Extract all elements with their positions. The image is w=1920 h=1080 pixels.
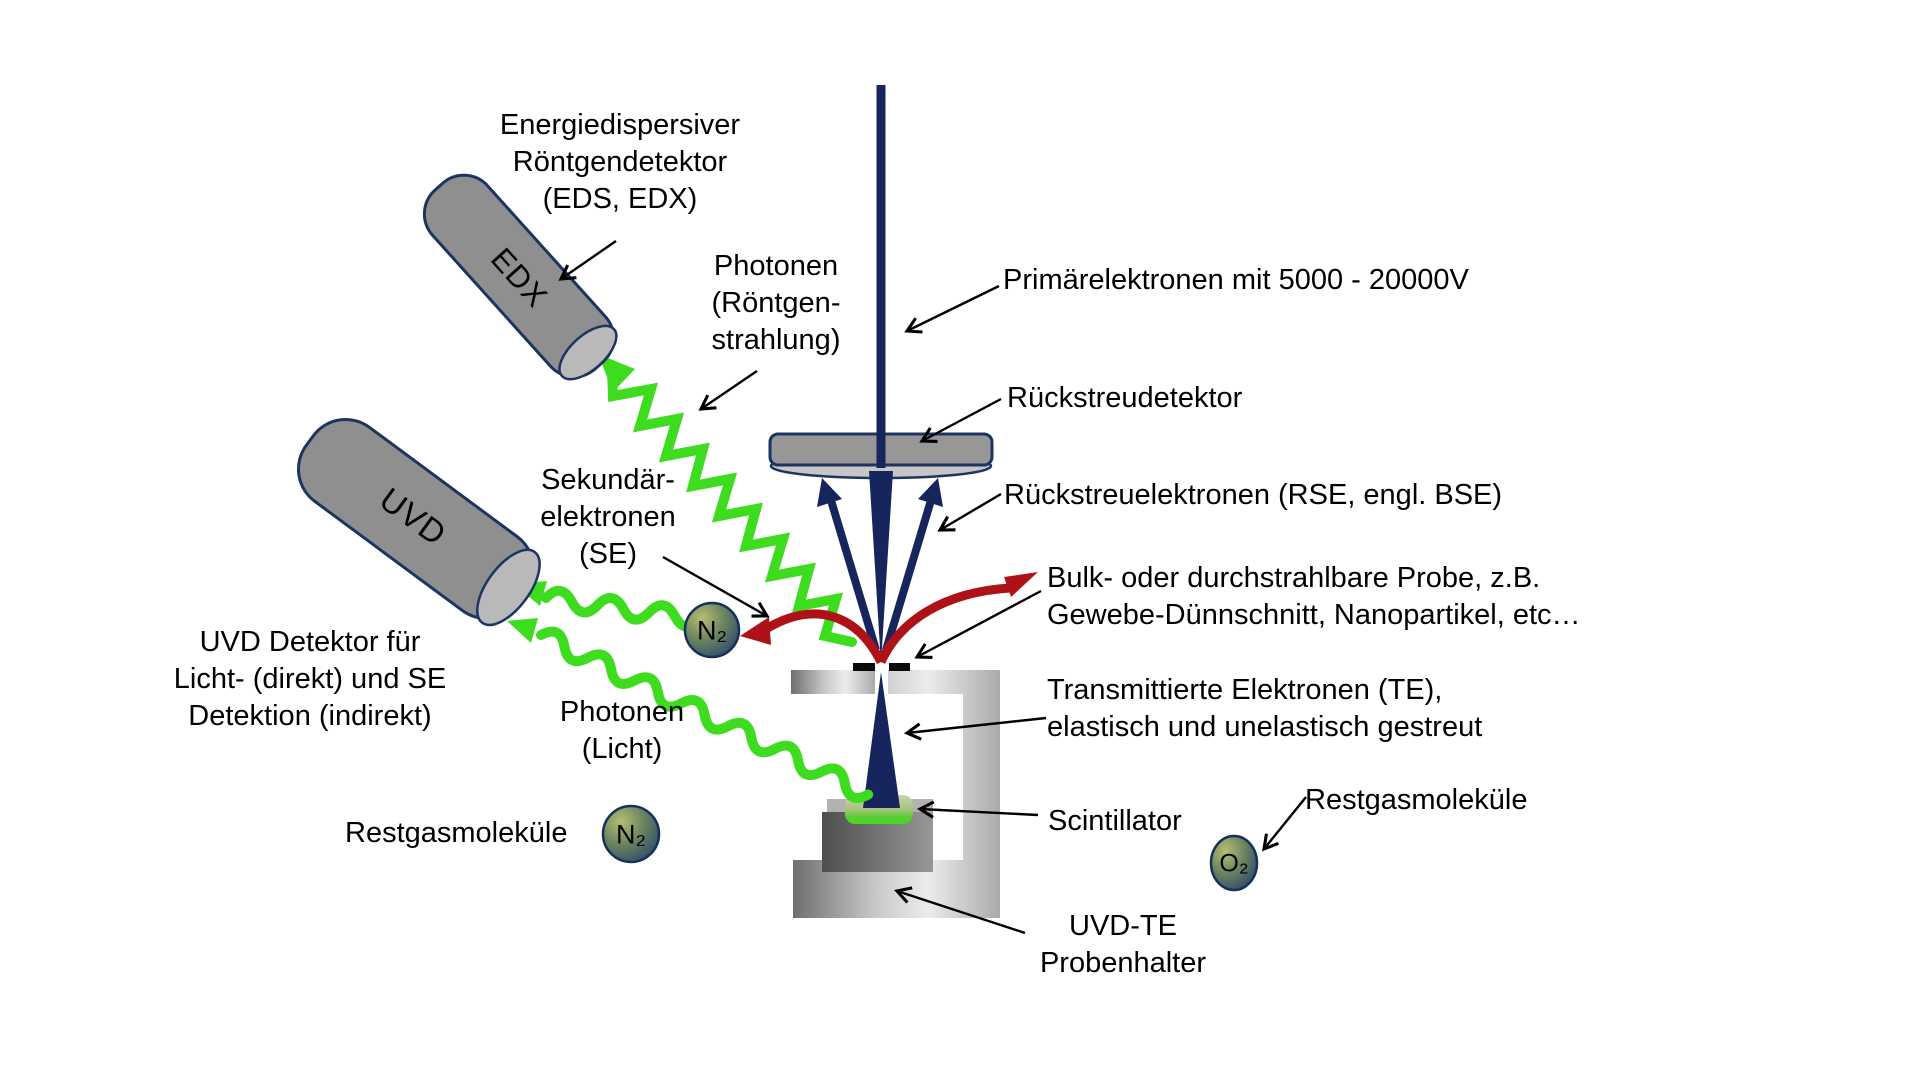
label-scintillator: Scintillator — [1048, 805, 1182, 837]
label-photons-xray: Photonen (Röntgen- strahlung) — [711, 250, 841, 356]
label-primary-electrons: Primärelektronen mit 5000 - 20000V — [1003, 264, 1469, 296]
bse-arrow-right — [882, 478, 943, 652]
arrow-te-label — [903, 716, 1047, 741]
label-residual-gas-right: Restgasmoleküle — [1305, 784, 1528, 816]
arrow-bse-label — [937, 492, 1002, 532]
label-backscatter-electrons: Rückstreuelektronen (RSE, engl. BSE) — [1004, 479, 1503, 511]
arrow-primary-label — [904, 284, 1000, 334]
light-photon-wave-upper — [514, 581, 706, 632]
molecule-n2-left-sphere — [601, 804, 661, 864]
label-photons-light: Photonen (Licht) — [559, 696, 685, 765]
bse-arrow-left — [817, 478, 880, 652]
label-uvd-detector: UVD Detektor für Licht- (direkt) und SE … — [173, 626, 447, 732]
arrow-sample-label — [914, 589, 1042, 660]
arrow-restgas-right-label — [1262, 796, 1307, 852]
label-molecule-n2-center: N₂ — [697, 615, 727, 646]
label-molecule-o2: O₂ — [1219, 849, 1249, 878]
label-transmitted-electrons: Transmittierte Elektronen (TE), elastisc… — [1047, 674, 1483, 743]
label-residual-gas-left: Restgasmoleküle — [345, 817, 568, 849]
arrow-eds-label — [558, 240, 617, 281]
molecule-o2-sphere — [1209, 834, 1259, 892]
label-backscatter-detector: Rückstreudetektor — [1007, 382, 1243, 414]
label-molecule-n2-left: N₂ — [616, 819, 646, 850]
se-arrow-right — [876, 572, 1038, 664]
arrow-photons-xray-label — [698, 370, 758, 411]
label-eds-detector: Energiedispersiver Röntgendetektor (EDS,… — [499, 109, 741, 215]
se-arrow-left — [740, 609, 886, 665]
primary-beam-cone — [869, 471, 893, 664]
light-arrowhead-lower — [507, 618, 538, 643]
label-secondary-electrons: Sekundär- elektronen (SE) — [540, 464, 676, 570]
transmitted-beam-cone — [863, 672, 900, 808]
arrow-holder-label — [894, 886, 1026, 935]
label-sample: Bulk- oder durchstrahlbare Probe, z.B. G… — [1047, 562, 1581, 631]
arrow-se-label — [662, 555, 770, 618]
molecule-n2-center-sphere — [683, 601, 741, 659]
arrow-scintillator-label — [916, 800, 1039, 819]
arrow-bsd-label — [919, 397, 1002, 444]
edx-detector-cylinder — [422, 173, 618, 381]
uvd-detector-cylinder — [296, 417, 541, 627]
xray-arrowhead — [598, 354, 635, 392]
sample-marks — [853, 663, 910, 671]
xray-photon-zigzag — [598, 354, 857, 647]
light-photon-wave-lower — [507, 618, 874, 803]
label-uvd-te-holder: UVD-TE Probenhalter — [1039, 910, 1207, 979]
